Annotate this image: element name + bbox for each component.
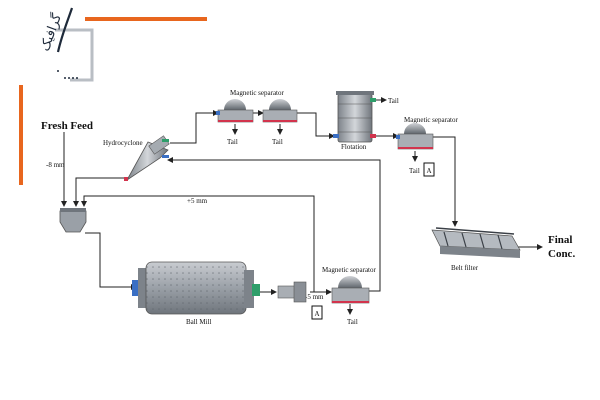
minus8-label: -8 mm: [46, 161, 65, 169]
logo-left-bar: [19, 85, 23, 185]
magsep2-label: Magnetic separator: [404, 116, 459, 124]
final-conc-label-line1: Final: [548, 234, 572, 246]
svg-text:A: A: [427, 167, 432, 175]
belt-filter: [431, 227, 521, 258]
trommel-screen: [277, 281, 307, 303]
tail4-label: Tail: [347, 318, 358, 326]
flotation-outlet-port: [370, 134, 376, 138]
hydrocyclone: [124, 135, 170, 181]
magsep1-label: Magnetic separator: [230, 89, 285, 97]
fresh-feed-label: Fresh Feed: [41, 120, 93, 132]
tail1-label: Tail: [227, 138, 238, 146]
logo-top-bar: [85, 17, 207, 21]
flotation-column: [333, 91, 376, 143]
logo-quill-icon: [56, 7, 74, 53]
tail2-label: Tail: [272, 138, 283, 146]
tail-flotation-label: Tail: [388, 97, 399, 105]
flotation-froth-port: [370, 98, 376, 102]
svg-text:A: A: [315, 310, 320, 318]
magnetic-separator-1: [216, 99, 254, 123]
marker-box-a-top: A: [423, 162, 435, 177]
logo-dots: [57, 70, 80, 79]
flow-lines: [61, 97, 543, 315]
magnetic-separator-3: [331, 276, 370, 304]
logo: گرافیک: [19, 7, 207, 185]
hydrocyclone-label: Hydrocyclone: [103, 139, 143, 147]
tail3-label: Tail: [409, 167, 420, 175]
logo-glyph: گرافیک: [37, 11, 66, 54]
plus5-label: +5 mm: [187, 197, 208, 205]
feed-hopper: [59, 208, 87, 233]
ball-mill: [132, 261, 260, 315]
magnetic-separator-1b: [262, 99, 298, 123]
minus5-label: -5 mm: [305, 293, 324, 301]
magnetic-separator-2: [396, 123, 434, 150]
marker-box-a-bottom: A: [311, 305, 323, 320]
hydrocyclone-underflow-port: [124, 177, 128, 181]
flotation-label: Flotation: [341, 143, 367, 151]
logo-bracket: [55, 28, 94, 82]
hydrocyclone-inlet-port: [162, 155, 169, 158]
ball-mill-label: Ball Mill: [186, 318, 212, 326]
flotation-inlet-port: [333, 134, 339, 138]
magsep3-label: Magnetic separator: [322, 266, 377, 274]
final-conc-label-line2: Conc.: [548, 248, 575, 260]
belt-filter-label: Belt filter: [451, 264, 479, 272]
hydrocyclone-overflow-port: [162, 139, 169, 142]
